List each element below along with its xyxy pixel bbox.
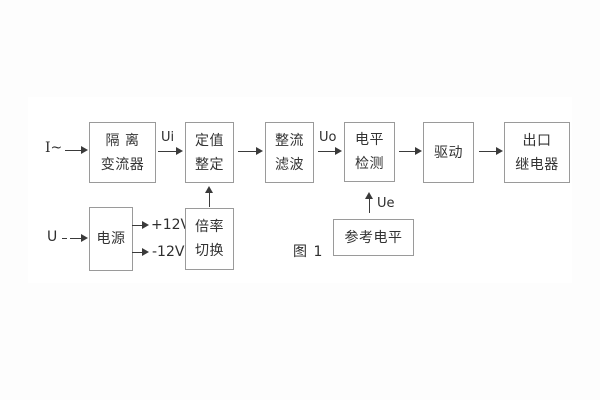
dash-segment xyxy=(62,238,67,239)
arrow-up-icon xyxy=(205,186,213,207)
arrow-right-icon xyxy=(238,147,263,155)
input-current-label: I~ xyxy=(45,140,63,156)
arrow-up-icon xyxy=(365,192,373,213)
block-reference-level: 参考电平 xyxy=(333,219,414,256)
block-level-line1: 电平 xyxy=(355,132,384,148)
minus-12v-label: -12V xyxy=(152,244,185,260)
block-ratio-line1: 倍率 xyxy=(195,219,224,235)
block-setpoint-line2: 整定 xyxy=(195,156,224,173)
plus-12v-label: +12V xyxy=(151,217,191,233)
block-rectifier-line1: 整流 xyxy=(275,132,304,149)
figure-caption: 图 1 xyxy=(293,244,324,260)
block-drive-label: 驱动 xyxy=(434,144,463,161)
block-ratio-switch: 倍率 切换 xyxy=(185,208,234,270)
arrow-right-icon xyxy=(479,147,503,155)
block-power-supply: 电源 xyxy=(89,207,133,271)
block-level-line2: 检测 xyxy=(355,156,384,172)
arrow-right-icon xyxy=(70,234,88,242)
block-ratio-line2: 切换 xyxy=(195,243,224,259)
block-setpoint-line1: 定值 xyxy=(195,132,224,149)
signal-uo-label: Uo xyxy=(319,130,337,145)
block-isolation-transformer: 隔 离 变流器 xyxy=(89,122,156,183)
block-isolation-line1: 隔 离 xyxy=(105,132,140,149)
block-level-detect: 电平 检测 xyxy=(344,122,395,182)
block-reference-label: 参考电平 xyxy=(344,229,403,246)
arrow-right-icon xyxy=(399,147,422,155)
block-rectifier-line2: 滤波 xyxy=(275,156,304,173)
block-drive: 驱动 xyxy=(423,122,474,183)
arrow-right-icon xyxy=(318,147,342,155)
block-power-label: 电源 xyxy=(96,231,126,247)
arrow-right-icon xyxy=(158,147,183,155)
block-setpoint-adjust: 定值 整定 xyxy=(185,122,234,183)
arrow-right-icon xyxy=(65,146,88,154)
block-rectifier-filter: 整流 滤波 xyxy=(265,122,314,183)
block-relay-line2: 继电器 xyxy=(515,156,559,173)
signal-ui-label: Ui xyxy=(161,130,175,145)
input-voltage-label: U xyxy=(47,229,58,245)
arrow-right-icon xyxy=(132,248,149,256)
arrow-right-icon xyxy=(132,221,149,229)
block-isolation-line2: 变流器 xyxy=(100,156,145,173)
block-relay-line1: 出口 xyxy=(522,132,552,149)
signal-ue-label: Ue xyxy=(377,196,395,211)
block-output-relay: 出口 继电器 xyxy=(504,122,570,183)
